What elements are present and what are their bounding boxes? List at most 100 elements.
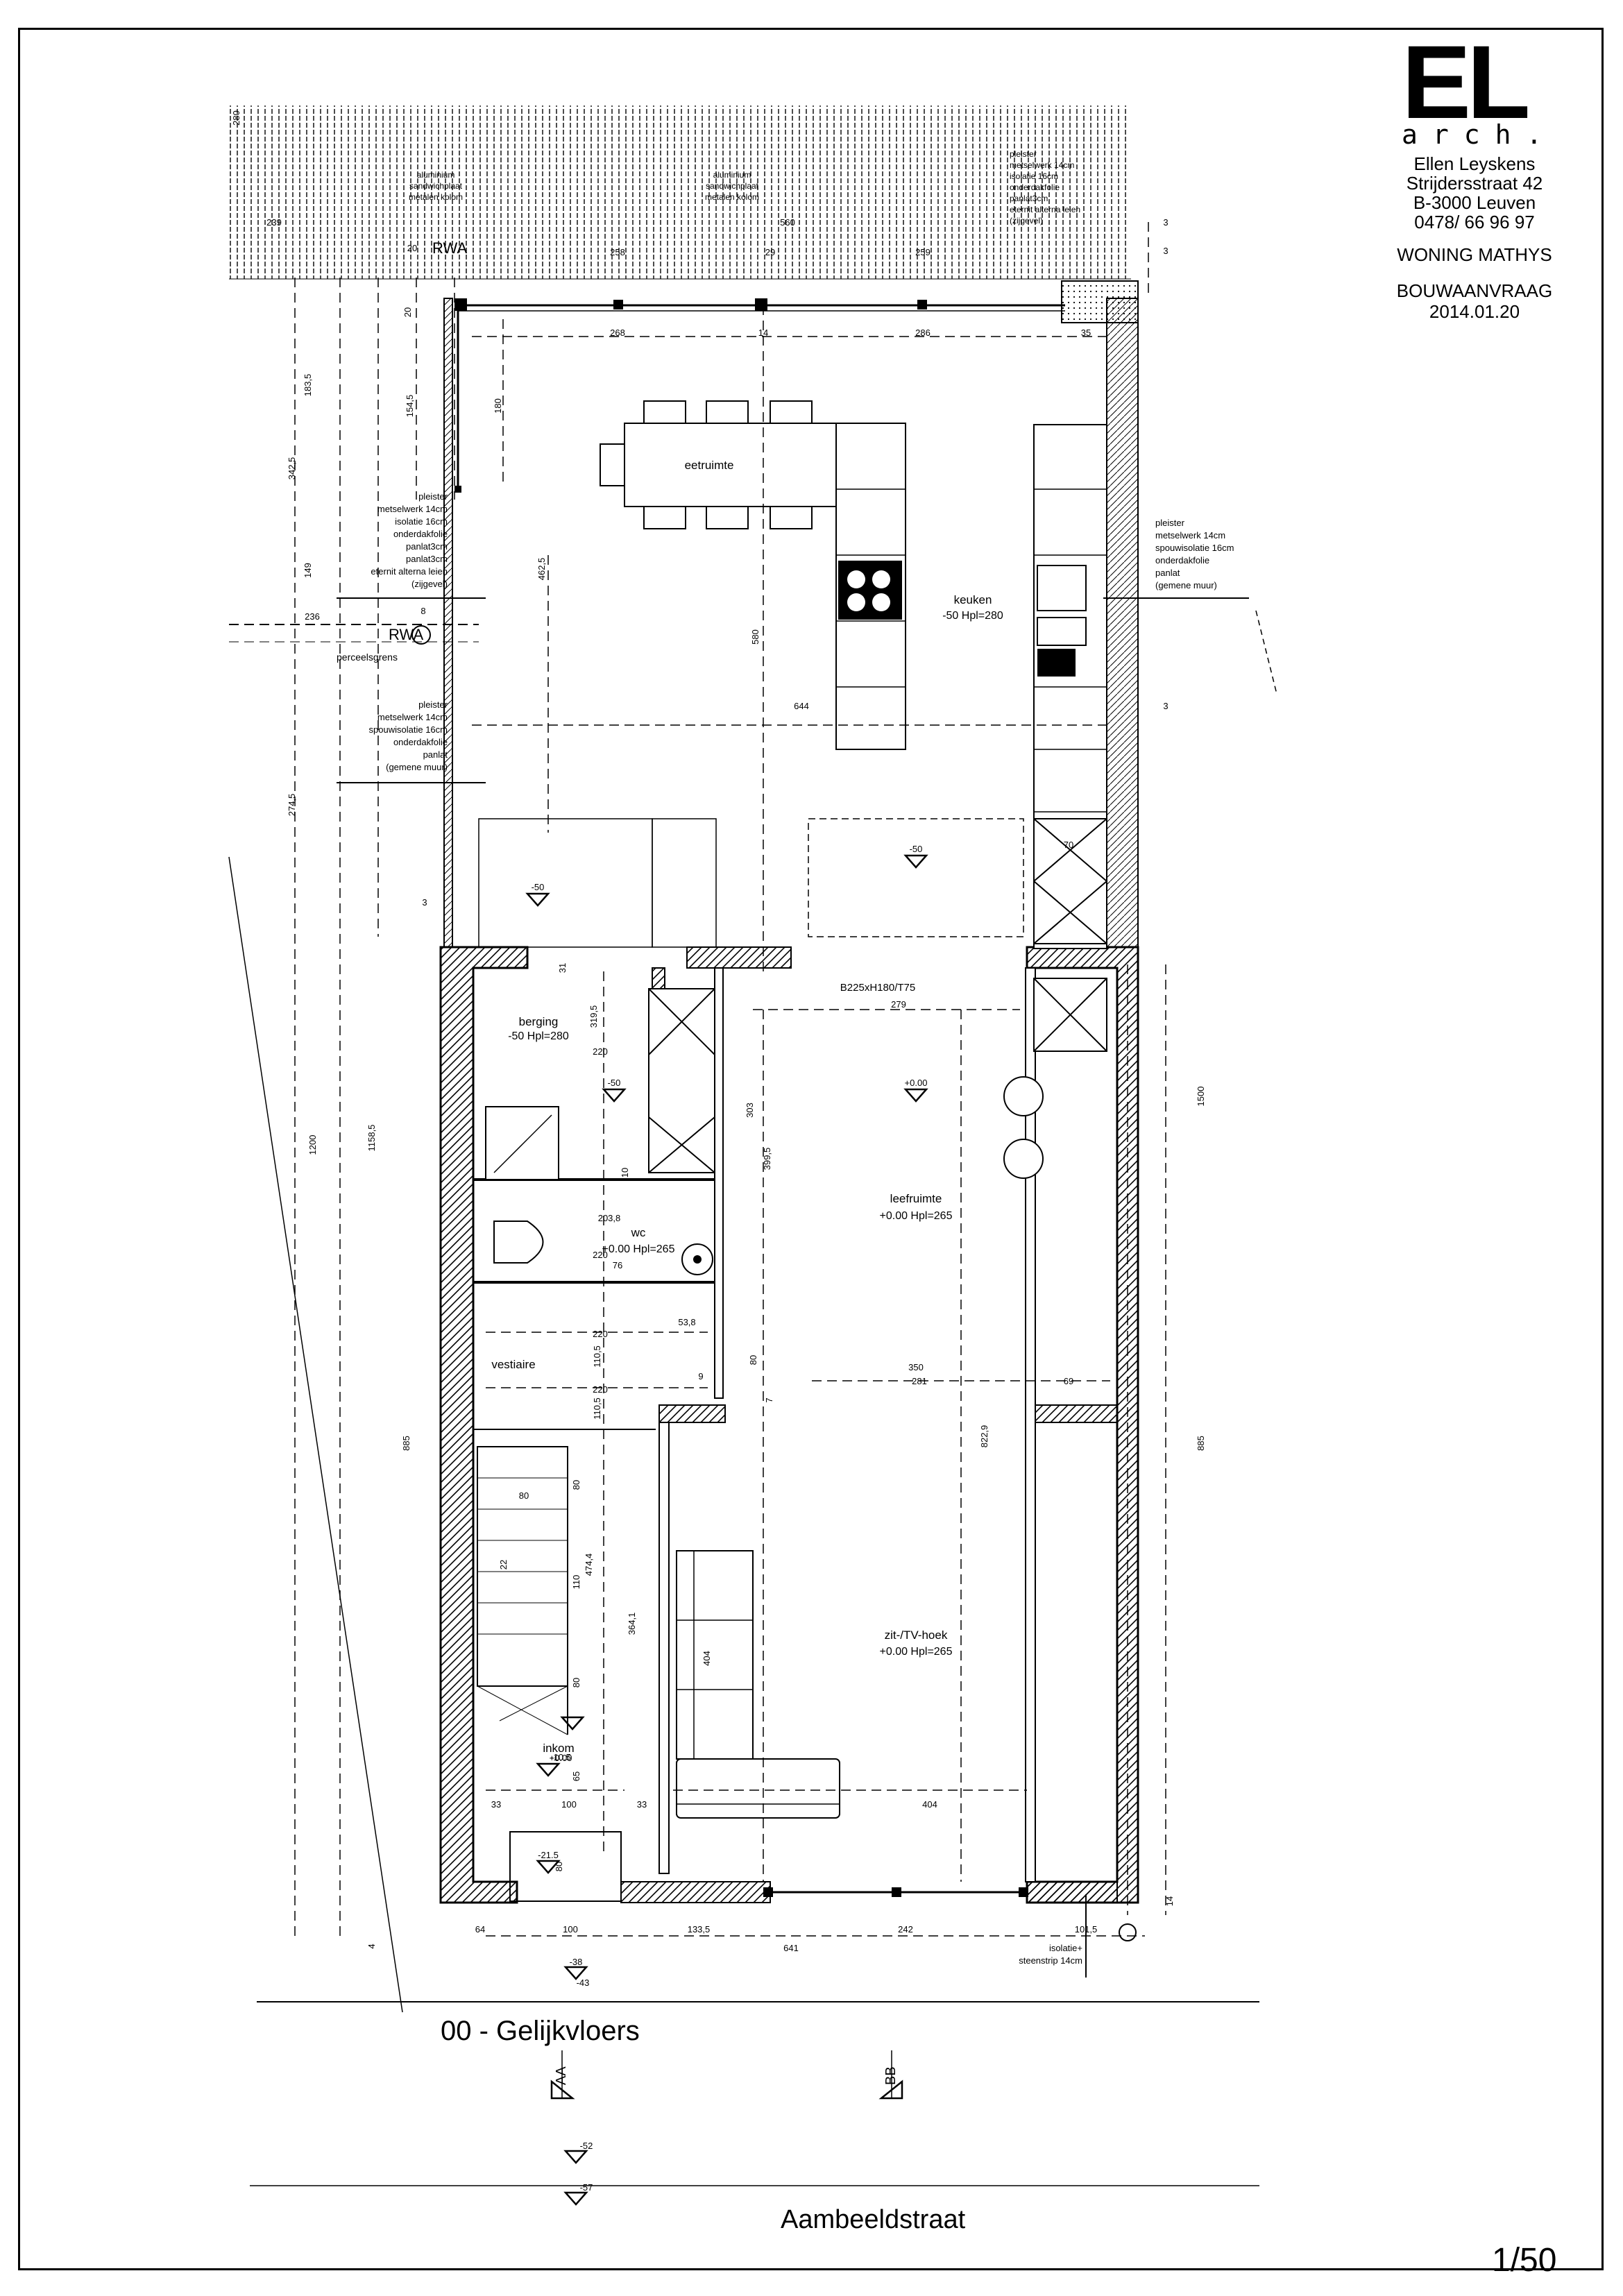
- svg-text:-10.5: -10.5: [550, 1752, 571, 1762]
- interior-wall-sofa: [658, 1422, 670, 1874]
- svg-text:822,9: 822,9: [979, 1425, 989, 1448]
- svg-text:154,5: 154,5: [405, 395, 415, 418]
- dining-chair: [706, 506, 749, 529]
- svg-text:(zijgevel): (zijgevel): [411, 579, 448, 589]
- sofa-back: [676, 1550, 754, 1760]
- svg-text:(gemene muur): (gemene muur): [386, 762, 448, 772]
- svg-text:560: 560: [780, 217, 795, 228]
- rear-note-1: aluminium sandwichplaat metalen kolom: [409, 170, 463, 202]
- svg-text:+0.00: +0.00: [905, 1078, 928, 1088]
- entrance-recess: [509, 1831, 622, 1902]
- facade-note: isolatie+ steenstrip 14cm: [1019, 1943, 1082, 1966]
- rear-left-post: [454, 486, 461, 493]
- section-bb: BB: [883, 2066, 899, 2085]
- svg-text:110,5: 110,5: [592, 1397, 602, 1420]
- svg-text:236: 236: [305, 611, 320, 622]
- svg-text:20: 20: [402, 307, 413, 317]
- svg-text:3: 3: [1163, 701, 1168, 711]
- sofa-chaise: [676, 1758, 840, 1819]
- room-label-leefruimte: leefruimte: [890, 1192, 942, 1205]
- svg-text:sandwichplaat: sandwichplaat: [706, 181, 759, 191]
- room-label-inkom: inkom: [543, 1742, 574, 1755]
- svg-text:3: 3: [1163, 246, 1168, 256]
- front-wall-right: [1026, 1881, 1118, 1903]
- city: B-3000 Leuven: [1413, 192, 1536, 213]
- svg-text:100: 100: [561, 1799, 577, 1810]
- svg-text:462,5: 462,5: [536, 558, 547, 581]
- svg-text:350: 350: [908, 1362, 924, 1372]
- staircase: [477, 1446, 568, 1687]
- application-type: BOUWAANVRAAG: [1396, 280, 1553, 301]
- svg-text:metselwerk 14cm: metselwerk 14cm: [377, 712, 448, 722]
- svg-text:(zijgevel): (zijgevel): [1010, 216, 1043, 226]
- rear-note-2: aluminium sandwichplaat metalen kolom: [705, 170, 759, 202]
- stove-2: [1003, 1139, 1044, 1179]
- window-post-1: [763, 1887, 773, 1897]
- svg-text:404: 404: [922, 1799, 937, 1810]
- dining-table: [624, 423, 837, 507]
- rear-post-1: [454, 298, 467, 311]
- svg-text:31: 31: [557, 963, 568, 973]
- svg-text:80: 80: [571, 1480, 581, 1490]
- svg-text:isolatie 16cm: isolatie 16cm: [395, 516, 448, 527]
- svg-text:65: 65: [571, 1771, 581, 1781]
- cooktop: [838, 561, 902, 620]
- svg-text:580: 580: [750, 629, 760, 645]
- dimension-labels: 268 14 286 35 3 3 239 258 29 259 560 20 …: [266, 217, 1168, 1953]
- street-name: Aambeeldstraat: [781, 2205, 966, 2234]
- front-wall-left: [620, 1881, 771, 1903]
- logo-main: EL: [1402, 24, 1531, 140]
- room-level-wc: +0.00 Hpl=265: [602, 1243, 675, 1255]
- svg-text:1158,5: 1158,5: [366, 1125, 377, 1152]
- shower: [485, 1106, 559, 1180]
- dining-chair-end: [600, 443, 625, 486]
- kitchen-sink: [1037, 565, 1087, 611]
- svg-text:panlat3cm: panlat3cm: [406, 554, 448, 564]
- room-level-inkom: +0.00: [550, 1753, 572, 1763]
- svg-text:3: 3: [1163, 217, 1168, 228]
- room-label-berging: berging: [519, 1015, 559, 1028]
- opening-label: B225xH180/T75: [840, 982, 915, 994]
- garden-hatch: [229, 105, 1131, 279]
- rear-post-2: [613, 300, 623, 309]
- dining-chair: [643, 506, 686, 529]
- svg-text:10: 10: [620, 1168, 630, 1177]
- kitchen-sink-small: [1037, 617, 1087, 646]
- svg-text:80: 80: [748, 1355, 758, 1365]
- svg-text:9: 9: [698, 1371, 703, 1381]
- annotations: RWA RWA perceelsgrens B225xH180/T75: [337, 239, 915, 994]
- svg-text:220: 220: [593, 1329, 608, 1339]
- svg-text:110,5: 110,5: [592, 1345, 602, 1368]
- svg-text:1200: 1200: [307, 1135, 318, 1155]
- svg-text:220: 220: [593, 1250, 608, 1260]
- dining-chair: [643, 400, 686, 424]
- svg-text:64: 64: [475, 1924, 485, 1934]
- room-label-zithoek: zit-/TV-hoek: [885, 1629, 948, 1642]
- left-outer-wall: [439, 946, 529, 1904]
- svg-text:pleister: pleister: [418, 491, 448, 502]
- architect-address: Ellen Leyskens Strijdersstraat 42 B-3000…: [1360, 154, 1589, 232]
- dimension-labels-vertical: 280 20 183,5 154,5 180 342,5 149 462,5 5…: [231, 110, 1206, 1948]
- dining-chair: [770, 400, 813, 424]
- svg-text:220: 220: [593, 1046, 608, 1057]
- interior-wall-right: [1026, 1404, 1118, 1423]
- svg-text:76: 76: [613, 1260, 622, 1270]
- rear-post-3: [755, 298, 767, 311]
- svg-text:342,5: 342,5: [287, 457, 297, 480]
- svg-text:eternit alterna leien: eternit alterna leien: [1010, 205, 1080, 214]
- svg-text:286: 286: [915, 328, 931, 338]
- svg-text:149: 149: [303, 563, 313, 578]
- storage-cabinet: [648, 988, 715, 1173]
- section-aa: AA: [554, 2066, 569, 2085]
- dimension-lines: [294, 222, 1166, 1937]
- svg-text:80: 80: [571, 1678, 581, 1687]
- wall-note-left-2: pleister metselwerk 14cm spouwisolatie 1…: [369, 699, 448, 772]
- svg-text:1500: 1500: [1196, 1087, 1206, 1107]
- svg-text:281: 281: [912, 1376, 927, 1386]
- svg-text:239: 239: [266, 217, 282, 228]
- svg-text:-38: -38: [570, 1957, 583, 1967]
- svg-text:metalen kolom: metalen kolom: [705, 192, 759, 202]
- svg-text:203,8: 203,8: [598, 1213, 621, 1223]
- svg-text:279: 279: [891, 999, 906, 1010]
